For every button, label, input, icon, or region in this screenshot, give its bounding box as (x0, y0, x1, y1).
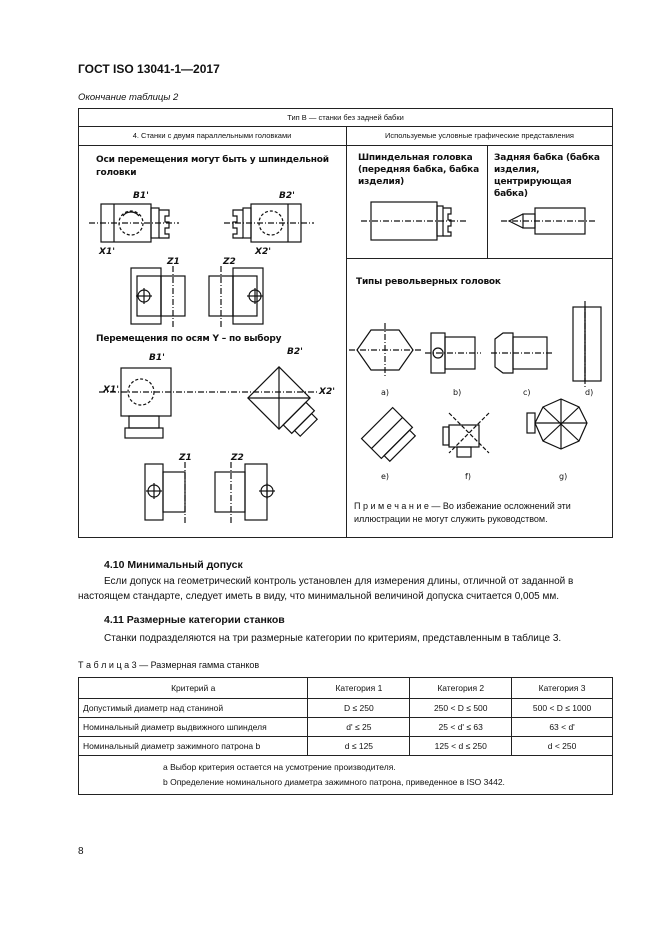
section-4-11-heading: 4.11 Размерные категории станков (104, 614, 285, 626)
table3-cell: Номинальный диаметр зажимного патрона b (77, 736, 309, 756)
left-axes-text: Оси перемещения могут быть у шпиндельной… (96, 155, 329, 178)
table3-cell: Допустимый диаметр над станиной (77, 698, 309, 718)
label-x1-lower: X1' (102, 385, 119, 395)
turret-label-g: g) (559, 472, 567, 481)
table3-header-row: Критерий a Категория 1 Категория 2 Катег… (77, 677, 613, 699)
section-4-10-text: Если допуск на геометрический контроль у… (78, 576, 574, 602)
label-b2-lower: B2' (287, 347, 303, 357)
table3-header-cat3: Категория 3 (511, 677, 613, 699)
label-x1-upper: X1' (98, 247, 115, 257)
table2-col-divider (346, 126, 347, 538)
turret-types-title: Типы револьверных головок (356, 277, 501, 287)
label-z2-lower: Z2 (230, 453, 244, 463)
table-row: Допустимый диаметр над станиной D ≤ 250 … (77, 698, 613, 718)
table3-cell: D ≤ 250 (307, 698, 411, 718)
label-b2-upper: B2' (279, 191, 295, 201)
table3-header-cat2: Категория 2 (409, 677, 513, 699)
table3-header-cat1: Категория 1 (307, 677, 411, 699)
table-row: Номинальный диаметр выдвижного шпинделя … (77, 717, 613, 737)
standard-header: ГОСТ ISO 13041-1—2017 (78, 62, 220, 76)
turret-label-d: d) (585, 388, 593, 397)
table2-row-divider (78, 126, 613, 127)
table2-caption: Окончание таблицы 2 (78, 92, 179, 103)
table3-caption: Т а б л и ц а 3 — Размерная гамма станко… (78, 660, 260, 670)
table3: Критерий a Категория 1 Категория 2 Катег… (77, 677, 613, 795)
section-4-11-text: Станки подразделяются на три размерные к… (104, 633, 562, 644)
turret-label-f: f) (465, 472, 471, 481)
table3-cell: 125 < d ≤ 250 (409, 736, 513, 756)
label-b1-upper: B1' (133, 191, 149, 201)
label-z1-upper: Z1 (166, 257, 180, 267)
left-y-axes-text: Перемещения по осям Y – по выбору (96, 334, 282, 344)
spindle-tailstock-diagram (361, 201, 595, 241)
table3-cell: d' ≤ 25 (307, 717, 411, 737)
table3-footnotes: a Выбор критерия остается на усмотрение … (78, 755, 613, 795)
table2-right-vdivider (487, 145, 488, 258)
table3-cell: 500 < D ≤ 1000 (511, 698, 613, 718)
table2-right-divider (346, 258, 613, 259)
table2-note-text: — Во избежание осложнений эти иллюстраци… (354, 501, 571, 524)
table3-cell: d < 250 (511, 736, 613, 756)
page-number: 8 (78, 846, 84, 857)
table3-footnote-b: b Определение номинального диаметра зажи… (163, 777, 505, 787)
label-x2-upper: X2' (254, 247, 271, 257)
label-x2-lower: X2' (318, 387, 335, 397)
table2-row-divider (78, 145, 613, 146)
table3-cell: 250 < D ≤ 500 (409, 698, 513, 718)
spindle-head-text: Шпиндельная головка (передняя бабка, баб… (358, 153, 479, 187)
table3-cell: 25 < d' ≤ 63 (409, 717, 513, 737)
table2-col-left-header: 4. Станки с двумя параллельными головкам… (132, 131, 292, 140)
table3-footnotes-row: a Выбор критерия остается на усмотрение … (78, 755, 613, 795)
label-b1-lower: B1' (149, 353, 165, 363)
table3-cell: 63 < d' (511, 717, 613, 737)
turret-label-e: e) (381, 472, 389, 481)
tailstock-text: Задняя бабка (бабка изделия, центрирующа… (494, 153, 600, 199)
table3-cell: Номинальный диаметр выдвижного шпинделя (77, 717, 309, 737)
table3-header-criterion: Критерий a (77, 677, 309, 699)
table2-frame (78, 108, 613, 538)
section-4-10-heading: 4.10 Минимальный допуск (104, 559, 243, 571)
turret-types-diagram: a) b) c) d) e) f) g) (349, 301, 602, 481)
table2-col-right-header: Используемые условные графические предст… (385, 131, 574, 140)
table2-note: П р и м е ч а н и е — Во избежание ослож… (354, 500, 606, 526)
turret-label-c: c) (523, 388, 531, 397)
label-z1-lower: Z1 (178, 453, 192, 463)
turret-label-b: b) (453, 388, 461, 397)
table2-note-label: П р и м е ч а н и е (354, 501, 429, 511)
table-row: Номинальный диаметр зажимного патрона b … (77, 736, 613, 756)
table3-footnote-a: a Выбор критерия остается на усмотрение … (163, 762, 396, 772)
table2-type-header: Тип В — станки без задней бабки (287, 113, 404, 122)
label-z2-upper: Z2 (222, 257, 236, 267)
turret-label-a: a) (381, 388, 389, 397)
spindle-heads-diagram: B1' B2' X1' X2' Z1 Z2 B1' B2' X1' X2' Z1… (89, 191, 335, 524)
table3-cell: d ≤ 125 (307, 736, 411, 756)
